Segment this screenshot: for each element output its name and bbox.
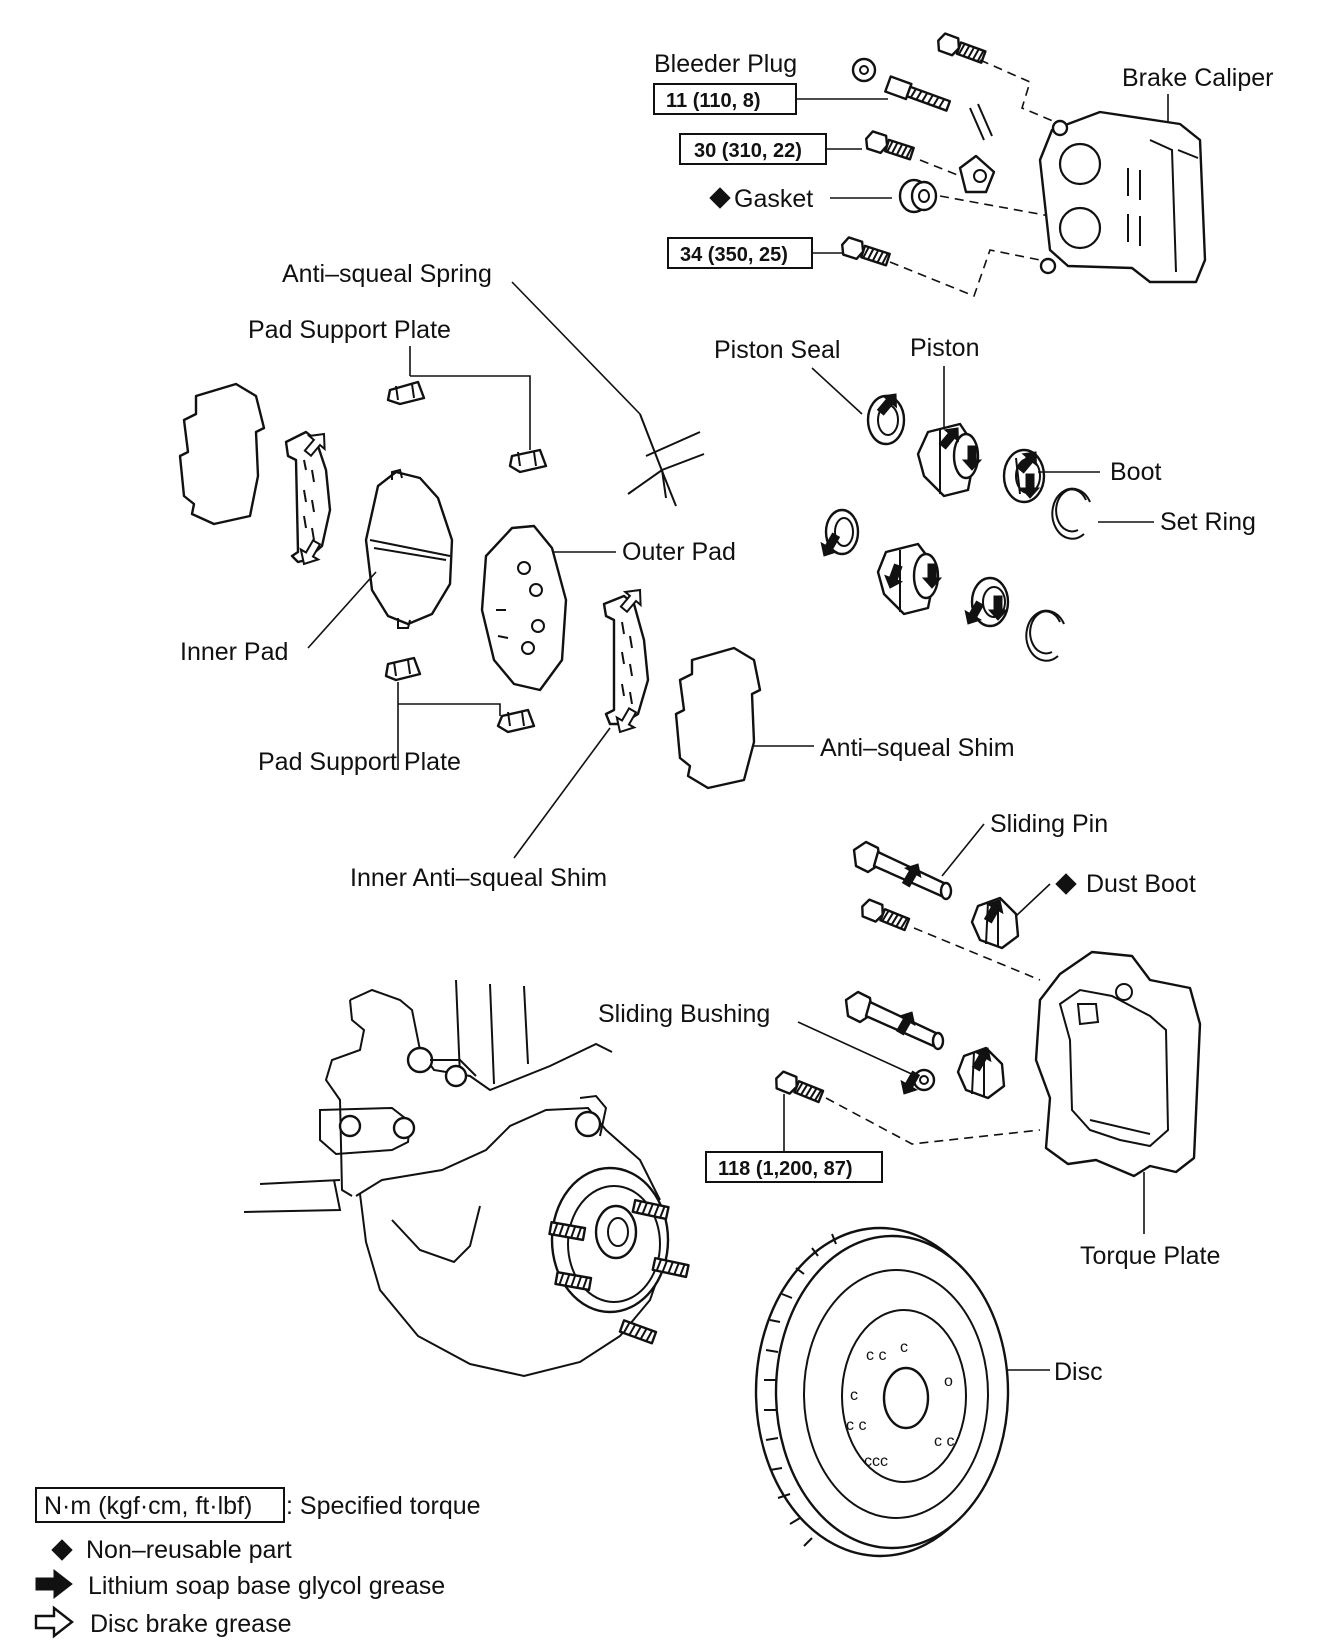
sliding-pin-lower [844, 990, 945, 1051]
legend-lithium-grease: Lithium soap base glycol grease [88, 1572, 445, 1600]
svg-text:c c: c c [846, 1417, 866, 1434]
label-gasket: Gasket [734, 185, 813, 213]
brake-hose-fitting [958, 154, 996, 194]
label-inner-pad: Inner Pad [180, 638, 288, 666]
set-ring-lower [1025, 609, 1065, 662]
torque-torque-plate-bolt: 118 (1,200, 87) [718, 1158, 853, 1180]
union-bolt [862, 129, 916, 164]
label-sliding-bushing: Sliding Bushing [598, 1000, 770, 1028]
piston-seal-upper [866, 394, 906, 446]
torque-union-bolt: 30 (310, 22) [694, 140, 802, 162]
legend-torque-desc: : Specified torque [286, 1492, 481, 1520]
hub-bolt-1 [631, 1198, 670, 1221]
legend-disc-brake-grease: Disc brake grease [90, 1610, 291, 1638]
legend: N·m (kgf·cm, ft·lbf) : Specified torque … [34, 1487, 481, 1639]
pad-support-plate-top-a [386, 380, 426, 406]
label-piston-seal: Piston Seal [714, 336, 840, 364]
torque-plate-lower-bolt [771, 1068, 826, 1107]
anti-squeal-shim-left [178, 382, 266, 526]
svg-text:c c: c c [934, 1433, 954, 1450]
label-dust-boot: Dust Boot [1086, 870, 1196, 898]
boot-upper [1002, 448, 1046, 504]
legend-torque-box: N·m (kgf·cm, ft·lbf) [44, 1492, 252, 1520]
brake-caliper-group [838, 30, 1207, 298]
anti-squeal-shim-right [674, 646, 762, 790]
torque-plate-upper-bolt [857, 896, 912, 935]
label-bleeder-plug: Bleeder Plug [654, 50, 797, 78]
hub-bolt-5 [618, 1319, 658, 1345]
torque-plate [1034, 950, 1202, 1178]
wheel-hub [548, 1166, 690, 1345]
label-sliding-pin: Sliding Pin [990, 810, 1108, 838]
brake-caliper [1038, 110, 1207, 284]
black-diamond-icon [51, 1539, 73, 1561]
brake-disc: c c c o c c ccc c c c [754, 1226, 1010, 1558]
label-pad-support-plate-top: Pad Support Plate [248, 316, 451, 344]
svg-text:ccc: ccc [864, 1453, 888, 1470]
label-disc: Disc [1054, 1358, 1103, 1386]
outer-pad [480, 524, 568, 692]
label-anti-squeal-shim: Anti–squeal Shim [820, 734, 1015, 762]
label-inner-anti-squeal-shim: Inner Anti–squeal Shim [350, 864, 607, 892]
set-ring-upper [1051, 487, 1091, 540]
sliding-pin-upper [852, 840, 953, 901]
label-piston: Piston [910, 334, 979, 362]
inner-pad [364, 468, 454, 629]
label-outer-pad: Outer Pad [622, 538, 736, 566]
caliper-top-bolt [933, 30, 988, 67]
steering-knuckle [243, 979, 665, 1378]
hub-bolt-4 [554, 1270, 593, 1292]
pad-support-plate-bottom-a [384, 656, 422, 682]
caliper-lower-bolt [838, 235, 892, 270]
label-pad-support-plate-bottom: Pad Support Plate [258, 748, 461, 776]
svg-text:o: o [944, 1373, 953, 1390]
gasket [898, 178, 938, 214]
dust-boot-diamond-icon [1055, 873, 1077, 895]
hub-bolt-3 [651, 1256, 690, 1279]
dust-boot-upper [970, 896, 1020, 950]
legend-non-reusable: Non–reusable part [86, 1536, 292, 1564]
svg-text:c c: c c [866, 1347, 886, 1364]
hollow-arrow-icon [34, 1605, 74, 1639]
label-torque-plate: Torque Plate [1080, 1242, 1220, 1270]
anti-squeal-spring [627, 413, 705, 507]
svg-text:c: c [850, 1387, 858, 1404]
torque-bleeder-plug: 11 (110, 8) [666, 90, 761, 112]
hub-bolt-2 [548, 1220, 587, 1242]
label-anti-squeal-spring: Anti–squeal Spring [282, 260, 492, 288]
gasket-diamond-icon [709, 187, 731, 209]
pad-support-plate-top-b [508, 448, 548, 474]
pad-support-plate-bottom-b [496, 708, 536, 734]
dust-boot-lower [956, 1046, 1006, 1100]
label-boot: Boot [1110, 458, 1161, 486]
inner-anti-squeal-shim-right [602, 594, 650, 726]
svg-text:c: c [900, 1339, 908, 1356]
bleeder-plug [851, 57, 952, 112]
solid-arrow-icon [35, 1568, 73, 1600]
torque-caliper-bolt: 34 (350, 25) [680, 244, 788, 266]
label-set-ring: Set Ring [1160, 508, 1256, 536]
label-brake-caliper: Brake Caliper [1122, 64, 1273, 92]
piston-lower [876, 542, 940, 616]
